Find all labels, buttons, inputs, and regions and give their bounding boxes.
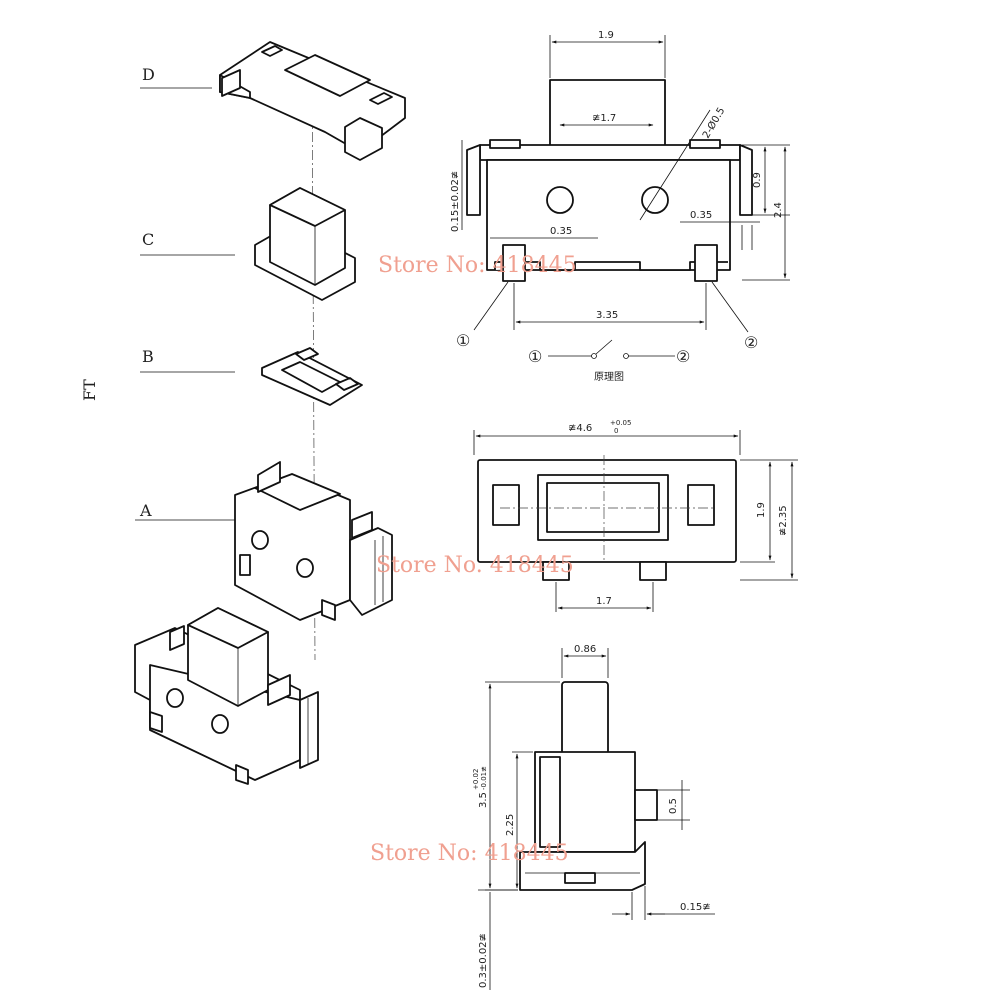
dim-side-height-tol-lower: -0.01≇ <box>480 766 488 790</box>
dim-035-right: 0.35 <box>690 210 712 221</box>
side-view: 0.86 3.5 +0.02 -0.01≇ 2.25 0.5 0.15≇ 0.3… <box>472 644 715 990</box>
dim-side-height-tol-upper: +0.02 <box>472 769 480 790</box>
pin2-callout: ② <box>744 333 758 352</box>
part-c-label: C <box>142 230 154 249</box>
dim-side-086: 0.86 <box>574 644 596 655</box>
dim-side-225: 2.25 <box>505 814 516 836</box>
top-view: 1.9 ≇1.7 2-Ø0.5 0.15±0.02≇ 0.9 2.4 0.35 … <box>450 30 790 352</box>
dim-front-17: 1.7 <box>596 596 612 607</box>
pin1-callout: ① <box>456 331 470 350</box>
dim-front-19: 1.9 <box>756 502 767 518</box>
part-b-label: B <box>142 347 154 366</box>
dim-side-05: 0.5 <box>668 798 679 814</box>
part-a-label: A <box>139 501 152 520</box>
dim-side-015: 0.15≇ <box>680 902 711 913</box>
watermark-2: Store No. 418445 <box>376 553 574 578</box>
dim-front-tol-lower: 0 <box>614 427 618 435</box>
dim-side-height: 3.5 <box>478 792 489 808</box>
dim-holes: 2-Ø0.5 <box>700 105 727 140</box>
dim-top-inner-width: ≇1.7 <box>592 113 616 124</box>
dim-front-tol-upper: +0.05 <box>610 419 631 427</box>
front-view: ≇4.6 +0.05 0 1.9 ≇2.35 1.7 <box>473 419 798 612</box>
part-c-actuator <box>254 187 356 301</box>
dim-front-width: ≇4.6 <box>568 423 592 434</box>
exploded-view: D C B FT <box>80 41 406 785</box>
assembled-switch <box>134 607 319 785</box>
dim-side-03: 0.3±0.02≇ <box>478 933 489 988</box>
dim-pitch: 3.35 <box>596 310 618 321</box>
dim-24: 2.4 <box>773 202 784 218</box>
dim-front-235: ≇2.35 <box>778 505 789 536</box>
part-b-spring <box>261 347 363 406</box>
dim-rail: 0.15±0.02≇ <box>450 171 461 232</box>
side-mark: FT <box>80 379 99 401</box>
schematic-caption: 原理图 <box>594 371 624 383</box>
part-a-housing <box>234 461 393 621</box>
schematic-pin1: ① <box>528 347 542 366</box>
part-d-label: D <box>142 65 155 84</box>
part-d-cover <box>219 41 406 161</box>
dim-035-left: 0.35 <box>550 226 572 237</box>
dim-top-width: 1.9 <box>598 30 614 41</box>
schematic-pin2: ② <box>676 347 690 366</box>
switch-schematic: ① ② 原理图 <box>528 339 690 383</box>
watermark-3: Store No: 418445 <box>370 841 569 866</box>
watermark-1: Store No: 418445 <box>378 253 577 278</box>
dim-09: 0.9 <box>752 172 763 188</box>
